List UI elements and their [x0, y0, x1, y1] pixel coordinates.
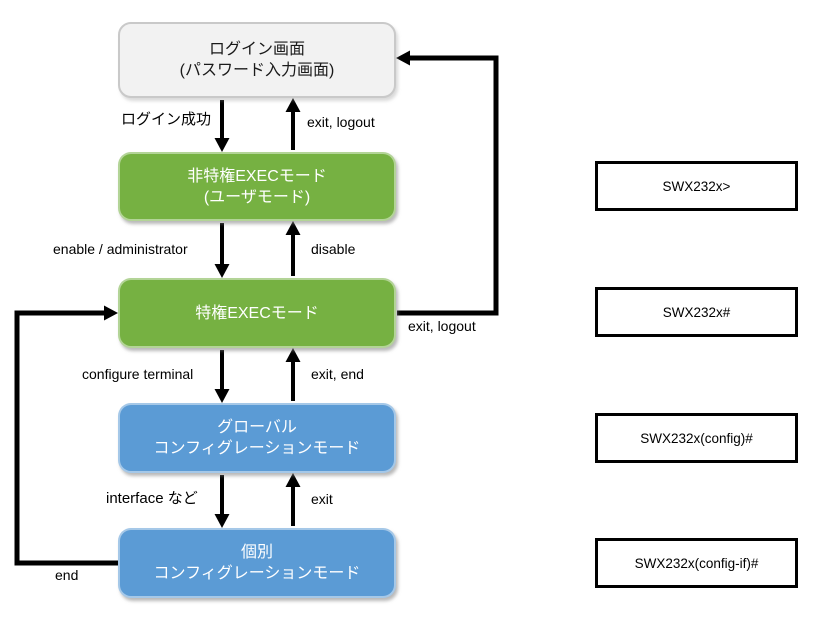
prompt-privileged-exec: SWX232x# [662, 304, 731, 320]
prompt-user-exec: SWX232x> [662, 178, 731, 194]
edge-label-interface-etc: interface など [106, 490, 198, 507]
edge-label-exit-logout-right: exit, logout [408, 318, 476, 334]
node-ifconfig-line2: コンフィグレーションモード [153, 565, 361, 582]
node-unprivileged-line1: 非特権EXECモード [187, 167, 327, 185]
edge-label-enable-administrator: enable / administrator [53, 241, 188, 257]
arrow-privexec-to-login-loop [396, 50, 499, 316]
prompt-box-privileged-exec: SWX232x# [595, 287, 798, 337]
node-global-configuration-mode: グローバル コンフィグレーションモード [118, 403, 396, 473]
node-privileged-exec-mode: 特権EXECモード [118, 278, 396, 348]
edge-label-exit: exit [311, 491, 333, 507]
node-unprivileged-exec-mode: 非特権EXECモード (ユーザモード) [118, 152, 396, 221]
node-login-screen: ログイン画面 (パスワード入力画面) [118, 22, 396, 98]
prompt-box-interface-config: SWX232x(config-if)# [595, 538, 798, 588]
edge-label-exit-end: exit, end [311, 366, 364, 382]
node-globalconfig-line1: グローバル [217, 419, 297, 436]
prompt-box-global-config: SWX232x(config)# [595, 413, 798, 463]
node-login-line1: ログイン画面 [208, 41, 305, 58]
edge-label-exit-logout-top: exit, logout [307, 114, 375, 130]
node-globalconfig-line2: コンフィグレーションモード [153, 440, 361, 457]
edge-label-login-success: ログイン成功 [121, 111, 212, 128]
edge-label-end: end [55, 567, 79, 583]
prompt-global-config: SWX232x(config)# [640, 430, 753, 446]
node-login-line2: (パスワード入力画面) [179, 62, 335, 79]
prompt-interface-config: SWX232x(config-if)# [634, 555, 759, 571]
edge-label-disable: disable [311, 241, 356, 257]
edge-label-configure-terminal: configure terminal [82, 366, 194, 382]
arrow-ifconfig-to-privexec-loop [14, 305, 118, 566]
node-privileged-line1: 特権EXECモード [195, 304, 319, 322]
node-ifconfig-line1: 個別 [240, 544, 273, 561]
prompt-box-user-exec: SWX232x> [595, 161, 798, 211]
node-individual-configuration-mode: 個別 コンフィグレーションモード [118, 528, 396, 598]
node-unprivileged-line2: (ユーザモード) [203, 188, 311, 206]
